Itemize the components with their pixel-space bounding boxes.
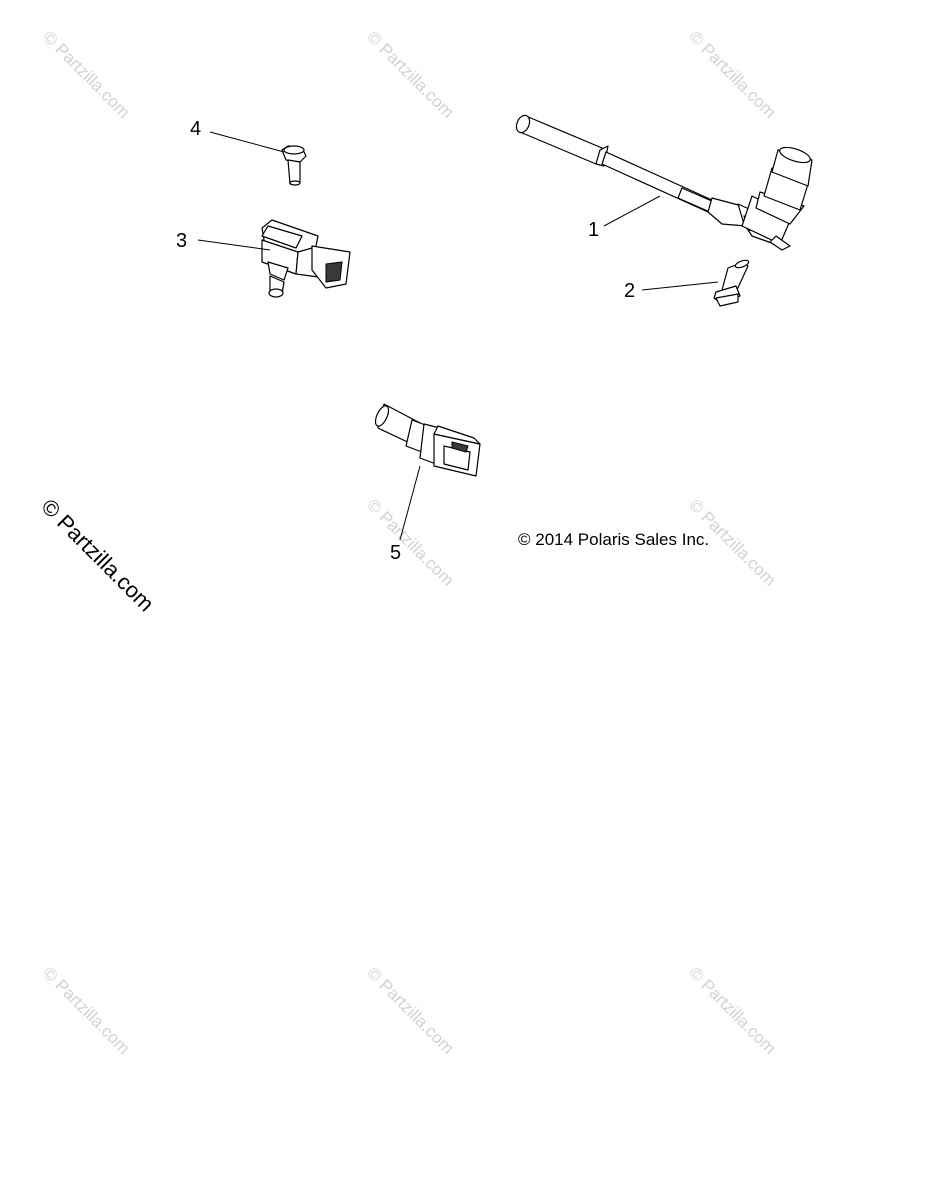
- callouts: 1 2 3 4 5: [176, 118, 635, 564]
- watermark-dark: © Partzilla.com: [36, 494, 159, 617]
- copyright-notice: © 2014 Polaris Sales Inc.: [518, 530, 709, 549]
- watermark-2: © Partzilla.com: [363, 27, 457, 121]
- part-2-bolt[interactable]: [713, 259, 750, 307]
- watermark-1: © Partzilla.com: [39, 27, 133, 121]
- watermark-4: © Partzilla.com: [363, 495, 457, 589]
- callout-3[interactable]: 3: [176, 230, 187, 252]
- part-3-map-sensor[interactable]: [261, 219, 351, 298]
- callout-2[interactable]: 2: [624, 280, 635, 302]
- callout-5[interactable]: 5: [390, 542, 401, 564]
- watermark-6: © Partzilla.com: [39, 963, 133, 1057]
- callout-1[interactable]: 1: [588, 219, 599, 241]
- part-4-bolt[interactable]: [281, 145, 307, 186]
- watermark-7: © Partzilla.com: [363, 963, 457, 1057]
- callout-4[interactable]: 4: [190, 118, 201, 140]
- watermark-3: © Partzilla.com: [685, 27, 779, 121]
- leader-lines: [197, 131, 719, 541]
- part-5-temp-sensor[interactable]: [373, 403, 481, 477]
- watermark-8: © Partzilla.com: [685, 963, 779, 1057]
- part-1-speed-sensor[interactable]: [514, 113, 813, 251]
